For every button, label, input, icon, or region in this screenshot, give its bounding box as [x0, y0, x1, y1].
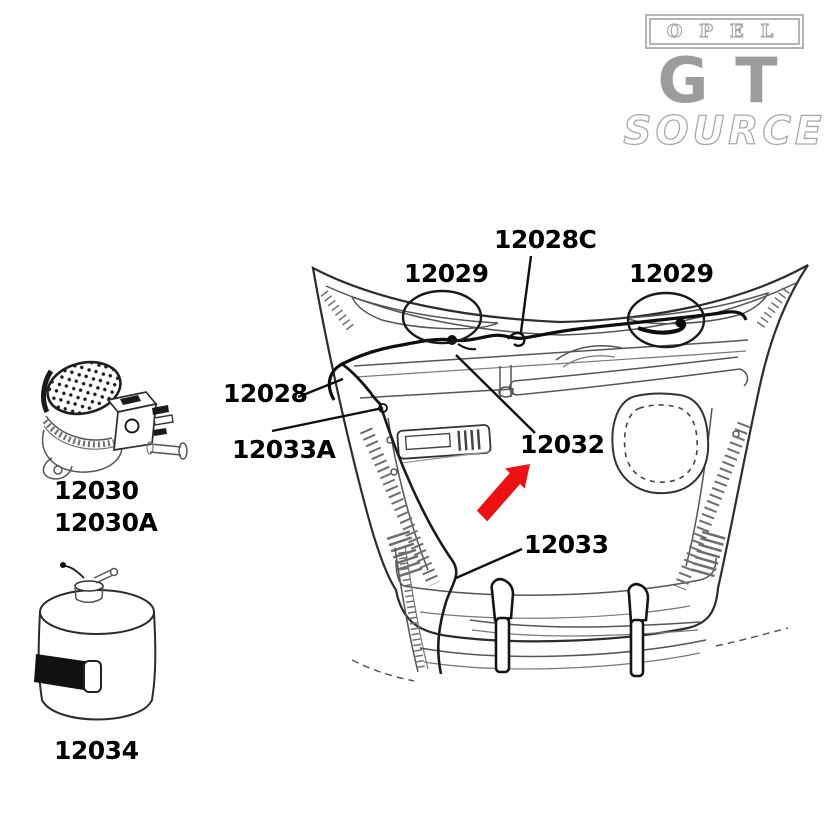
hood-outline [311, 264, 809, 643]
label-12030a: 12030A [54, 508, 158, 537]
callout-12029-left: 12029 [404, 259, 489, 288]
hood-underside-drawing [311, 264, 809, 682]
leader-12032 [455, 354, 536, 434]
leader-12033 [455, 547, 523, 580]
callout-12028: 12028 [223, 379, 308, 408]
leader-12028c [519, 255, 533, 333]
hood-slot-plate [396, 424, 492, 464]
hood-hinge-strap-right [627, 582, 650, 678]
hood-right-opening [611, 392, 710, 495]
horn-illustration [41, 360, 188, 480]
washer-hose-line [378, 403, 458, 675]
site-logo: OPEL GT SOURCE [617, 14, 832, 154]
highlight-arrow-icon [476, 464, 530, 522]
callout-12029-right: 12029 [629, 259, 714, 288]
leader-12028 [297, 377, 344, 399]
model-text: GT [657, 44, 806, 117]
callout-12028c: 12028C [494, 225, 597, 254]
callout-12032: 12032 [520, 430, 605, 459]
bottle-strap [34, 654, 98, 692]
callout-12033: 12033 [524, 530, 609, 559]
label-12034: 12034 [54, 736, 139, 765]
opel-badge: OPEL [644, 14, 805, 49]
hood-hinge-strap-left [490, 577, 515, 674]
brand-text: OPEL [666, 20, 791, 42]
callout-ellipse-right-horn [626, 291, 706, 349]
source-text: SOURCE [623, 108, 826, 154]
leader-lines [271, 255, 536, 580]
washer-bottle-illustration [34, 562, 157, 721]
callout-ellipse-left-horn [401, 289, 483, 345]
leader-12033a [271, 406, 384, 433]
callout-12033a: 12033A [232, 435, 336, 464]
label-12030: 12030 [54, 476, 139, 505]
